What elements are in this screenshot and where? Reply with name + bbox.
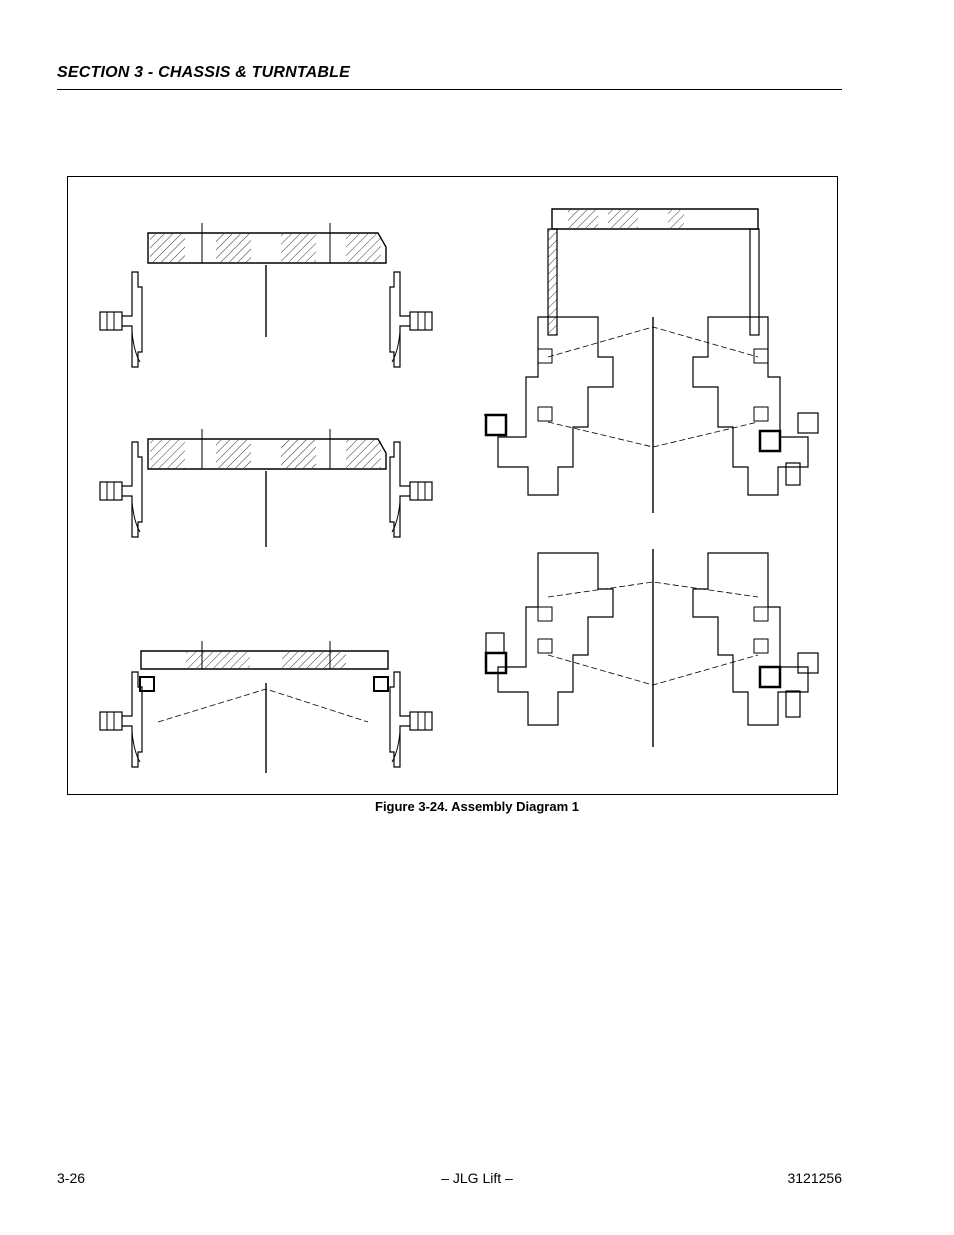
header-rule [57,89,842,90]
left-assembly-middle [99,429,433,547]
right-assembly-bottom [484,549,819,747]
figure-caption: Figure 3-24. Assembly Diagram 1 [375,799,579,814]
left-assembly-top [99,223,433,368]
document-number: 3121256 [787,1170,842,1186]
left-assembly-bottom [99,641,433,773]
publisher-label: – JLG Lift – [441,1170,513,1186]
section-title: SECTION 3 - CHASSIS & TURNTABLE [57,64,351,81]
page-number: 3-26 [57,1170,86,1186]
assembly-diagram-drawing [99,208,819,773]
assembly-diagram-figure [67,176,838,795]
right-assembly-top [484,208,819,513]
